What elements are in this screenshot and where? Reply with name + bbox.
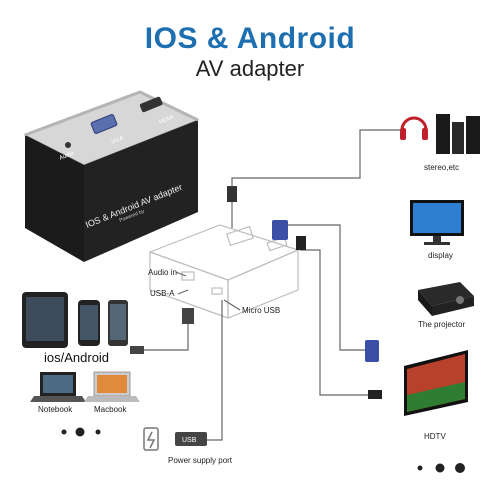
power-supply-label: Power supply port (168, 456, 233, 465)
source-devices (22, 292, 140, 437)
hdmi-plug-icon-2 (368, 390, 382, 399)
audio-port-label: Audio (59, 150, 76, 162)
usb-a-label: USB-A (150, 289, 175, 298)
title: IOS & Android (144, 22, 356, 55)
micro-usb-label: Micro USB (242, 306, 281, 315)
subtitle: AV adapter (195, 56, 305, 81)
hdmi-port-label: HDMI (159, 114, 176, 125)
hdtv-label: HDTV (424, 432, 446, 441)
hdmi-plug-icon (296, 236, 306, 250)
output-devices (400, 114, 480, 473)
vga-port-label: VGA (111, 136, 125, 146)
stereo-label: stereo,etc (424, 163, 460, 172)
adapter-device-photo: Audio VGA HDMI IOS & Android AV adapter … (23, 90, 200, 262)
headphones-icon (400, 116, 428, 131)
vga-plug-icon (272, 220, 288, 240)
ios-android-label: ios/Android (44, 350, 110, 365)
display-label: display (428, 251, 453, 260)
audio-in-label: Audio in (148, 268, 177, 277)
speaker-icon (436, 114, 450, 154)
notebook-label: Notebook (38, 405, 73, 414)
vga-plug-icon-2 (365, 340, 379, 362)
projector-label: The projector (418, 320, 466, 329)
projector-icon (418, 282, 474, 306)
usb-plug-label: USB (182, 437, 197, 444)
power-usb-plug-icon (175, 432, 207, 446)
charging-icon (143, 427, 159, 451)
micro-usb-plug-icon (130, 346, 144, 354)
usb-a-plug-icon (182, 308, 194, 324)
audio-plug-icon (227, 186, 237, 202)
macbook-label: Macbook (94, 405, 127, 414)
